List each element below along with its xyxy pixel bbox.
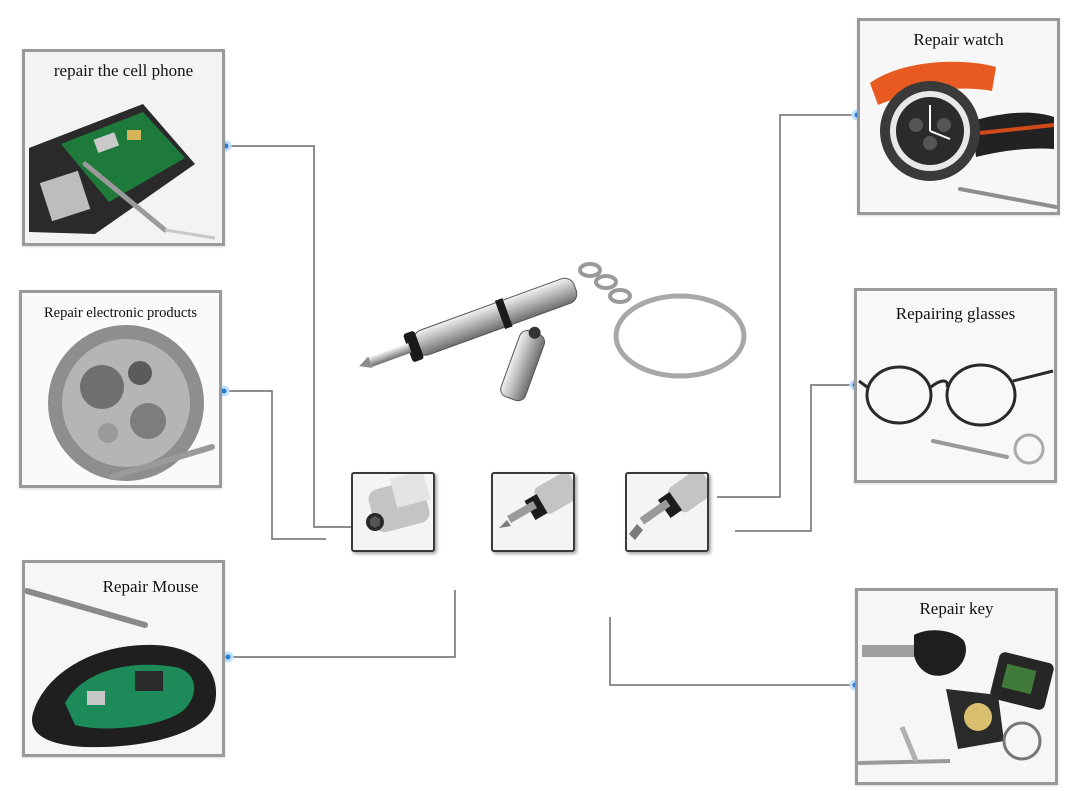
- car-key-image: [858, 591, 1055, 782]
- connector-glasses: [735, 384, 855, 532]
- hex-socket-tip-icon: [366, 474, 431, 533]
- watch-image: [860, 21, 1057, 212]
- mouse-label: Repair Mouse: [102, 577, 199, 596]
- connector-cell-phone: [226, 145, 358, 528]
- tip-hex-socket: [351, 472, 435, 552]
- connector-watch: [717, 114, 857, 498]
- tip-phillips: [491, 472, 575, 552]
- panel-glasses: Repairing glasses: [854, 288, 1057, 483]
- panel-watch: Repair watch: [857, 18, 1060, 215]
- glasses-image: [857, 291, 1054, 480]
- watch-movement-image: [22, 293, 219, 485]
- connector-key: [609, 617, 855, 686]
- connector-electronic: [224, 390, 326, 540]
- electronic-label: Repair electronic products: [44, 305, 197, 321]
- panel-mouse: Repair Mouse: [22, 560, 225, 757]
- panel-key: Repair key: [855, 588, 1058, 785]
- phillips-tip-icon: [499, 474, 573, 528]
- screwdriver-keychain: [359, 262, 747, 402]
- connector-dot-mouse: [222, 651, 234, 663]
- connector-mouse: [228, 590, 456, 658]
- mouse-image: [25, 563, 222, 754]
- cell-phone-image: [25, 52, 222, 243]
- glasses-label: Repairing glasses: [895, 304, 1016, 323]
- panel-electronic: Repair electronic products: [19, 290, 222, 488]
- tip-flat-blade: [625, 472, 709, 552]
- key-label: Repair key: [919, 599, 994, 618]
- cell-phone-label: repair the cell phone: [53, 61, 194, 80]
- flat-blade-tip-icon: [629, 474, 707, 540]
- panel-cell-phone: repair the cell phone: [22, 49, 225, 246]
- watch-label: Repair watch: [913, 30, 1004, 49]
